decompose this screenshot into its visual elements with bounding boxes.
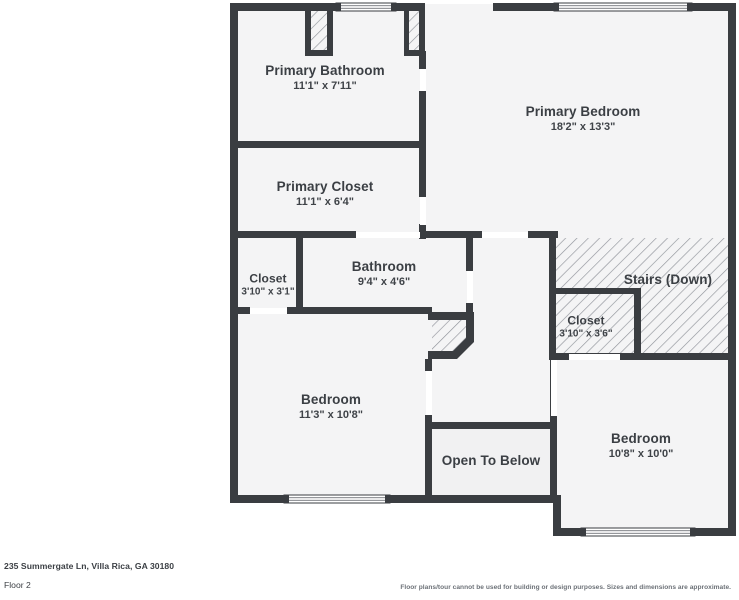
- door-openings: [250, 69, 620, 416]
- window-bathroom-top: [335, 2, 397, 12]
- window-primary-bedroom-top: [553, 2, 693, 12]
- walls: [230, 3, 736, 536]
- bath-niche-left-hatch: [311, 4, 327, 51]
- floor-label: Floor 2: [4, 580, 31, 590]
- windows: [250, 2, 696, 537]
- property-address: 235 Summergate Ln, Villa Rica, GA 30180: [4, 561, 175, 571]
- floor-plan-drawing: [230, 2, 736, 537]
- floor-plan-footer: 235 Summergate Ln, Villa Rica, GA 30180 …: [0, 552, 739, 600]
- stairs-hatch: [553, 238, 734, 356]
- floor-fills: [232, 4, 736, 536]
- disclaimer-text: Floor plans/tour cannot be used for buil…: [400, 584, 731, 591]
- window-bedroom-left-bottom: [283, 494, 391, 504]
- floor-plan-canvas: Primary Bathroom 11'1" x 7'11" Primary B…: [230, 2, 736, 537]
- window-bedroom-right-bottom: [580, 527, 696, 537]
- bath-niche-right-hatch: [409, 4, 419, 51]
